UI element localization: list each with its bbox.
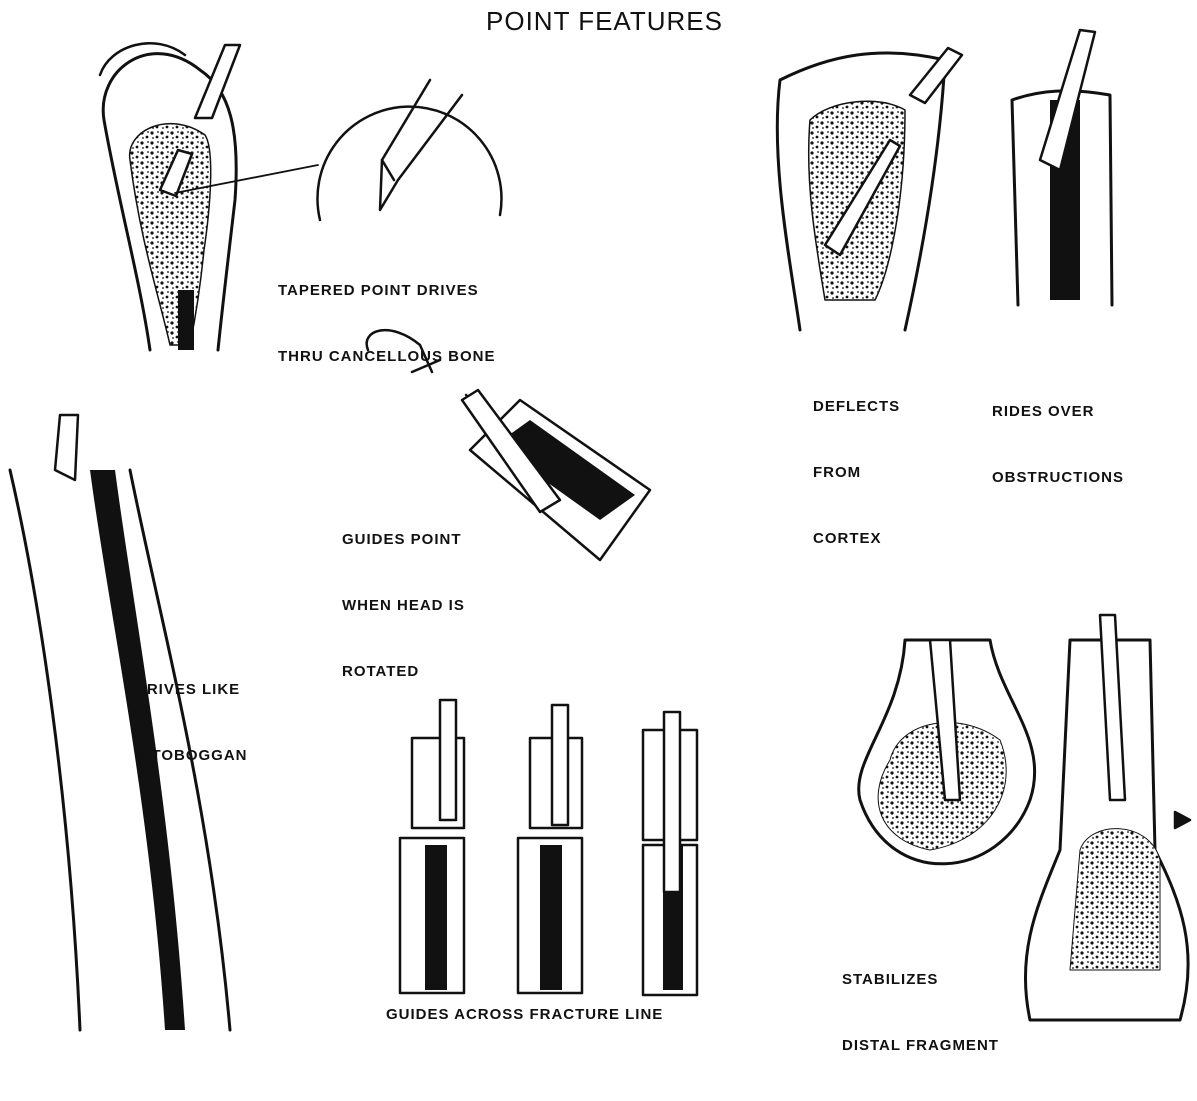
label-line: DEFLECTS (813, 396, 900, 418)
label-line: WHEN HEAD IS (342, 595, 465, 617)
label-line: A TOBOGGAN (135, 745, 248, 767)
label-rides: RIDES OVER OBSTRUCTIONS (992, 357, 1124, 533)
label-line: STABILIZES (842, 969, 999, 991)
label-stabilizes: STABILIZES DISTAL FRAGMENT (842, 925, 999, 1101)
diagram-title: POINT FEATURES (486, 6, 723, 37)
label-line: THRU CANCELLOUS BONE (278, 346, 496, 368)
deflects-figure (777, 48, 962, 330)
label-line: OBSTRUCTIONS (992, 467, 1124, 489)
rides-over-figure (1012, 30, 1112, 305)
label-guides-point: GUIDES POINT WHEN HEAD IS ROTATED (342, 485, 465, 727)
label-line: TAPERED POINT DRIVES (278, 280, 496, 302)
label-line: GUIDES POINT (342, 529, 465, 551)
diagram-canvas: POINT FEATURES TAPERED POINT DRIVES THRU… (0, 0, 1197, 1036)
label-line: FROM (813, 462, 900, 484)
proximal-femur-figure (100, 43, 240, 350)
label-toboggan: DRIVES LIKE A TOBOGGAN (135, 635, 248, 811)
label-line: CORTEX (813, 528, 900, 550)
fracture-figures (400, 700, 697, 995)
label-line: ROTATED (342, 661, 465, 683)
label-line: RIDES OVER (992, 401, 1124, 423)
label-tapered: TAPERED POINT DRIVES THRU CANCELLOUS BON… (278, 236, 496, 412)
label-line: DRIVES LIKE (135, 679, 248, 701)
label-fracture: GUIDES ACROSS FRACTURE LINE (386, 1004, 663, 1026)
label-line: DISTAL FRAGMENT (842, 1035, 999, 1057)
label-deflects: DEFLECTS FROM CORTEX (813, 352, 900, 594)
